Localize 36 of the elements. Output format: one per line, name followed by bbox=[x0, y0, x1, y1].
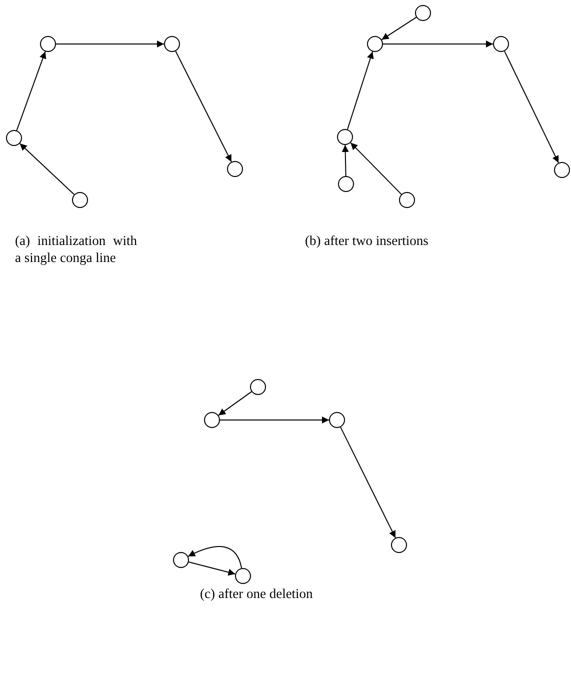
arrow bbox=[16, 51, 46, 131]
arrow bbox=[381, 16, 417, 40]
arrow bbox=[218, 391, 252, 416]
circle-node bbox=[329, 412, 345, 428]
arrow bbox=[188, 562, 236, 576]
circle-node bbox=[554, 162, 570, 178]
circle-node bbox=[399, 192, 415, 208]
circle-node bbox=[367, 36, 383, 52]
circle-node bbox=[337, 129, 353, 145]
circle-node bbox=[235, 568, 251, 584]
circle-node bbox=[391, 537, 407, 553]
circle-node bbox=[227, 161, 243, 177]
arrow bbox=[346, 51, 374, 130]
circle-node bbox=[415, 5, 431, 21]
circle-node bbox=[164, 36, 180, 52]
arrow bbox=[382, 40, 494, 48]
circle-node bbox=[204, 412, 220, 428]
arrow bbox=[56, 40, 164, 48]
circle-node bbox=[40, 36, 56, 52]
arrow bbox=[188, 546, 242, 569]
circle-node bbox=[250, 379, 266, 395]
arrow bbox=[342, 144, 349, 176]
circle-node bbox=[6, 130, 22, 146]
circle-node bbox=[493, 36, 509, 52]
circle-node bbox=[72, 192, 88, 208]
caption: (c) after one deletion bbox=[200, 585, 314, 602]
arrow bbox=[350, 142, 402, 195]
arrow bbox=[19, 142, 75, 196]
arrow bbox=[175, 50, 232, 162]
arrow bbox=[340, 426, 396, 538]
caption: (a) initialization with a single conga line bbox=[15, 232, 137, 266]
caption: (b) after two insertions bbox=[305, 232, 430, 249]
arrow bbox=[504, 50, 560, 164]
arrow bbox=[220, 416, 330, 424]
circle-node bbox=[338, 176, 354, 192]
circle-node bbox=[173, 552, 189, 568]
